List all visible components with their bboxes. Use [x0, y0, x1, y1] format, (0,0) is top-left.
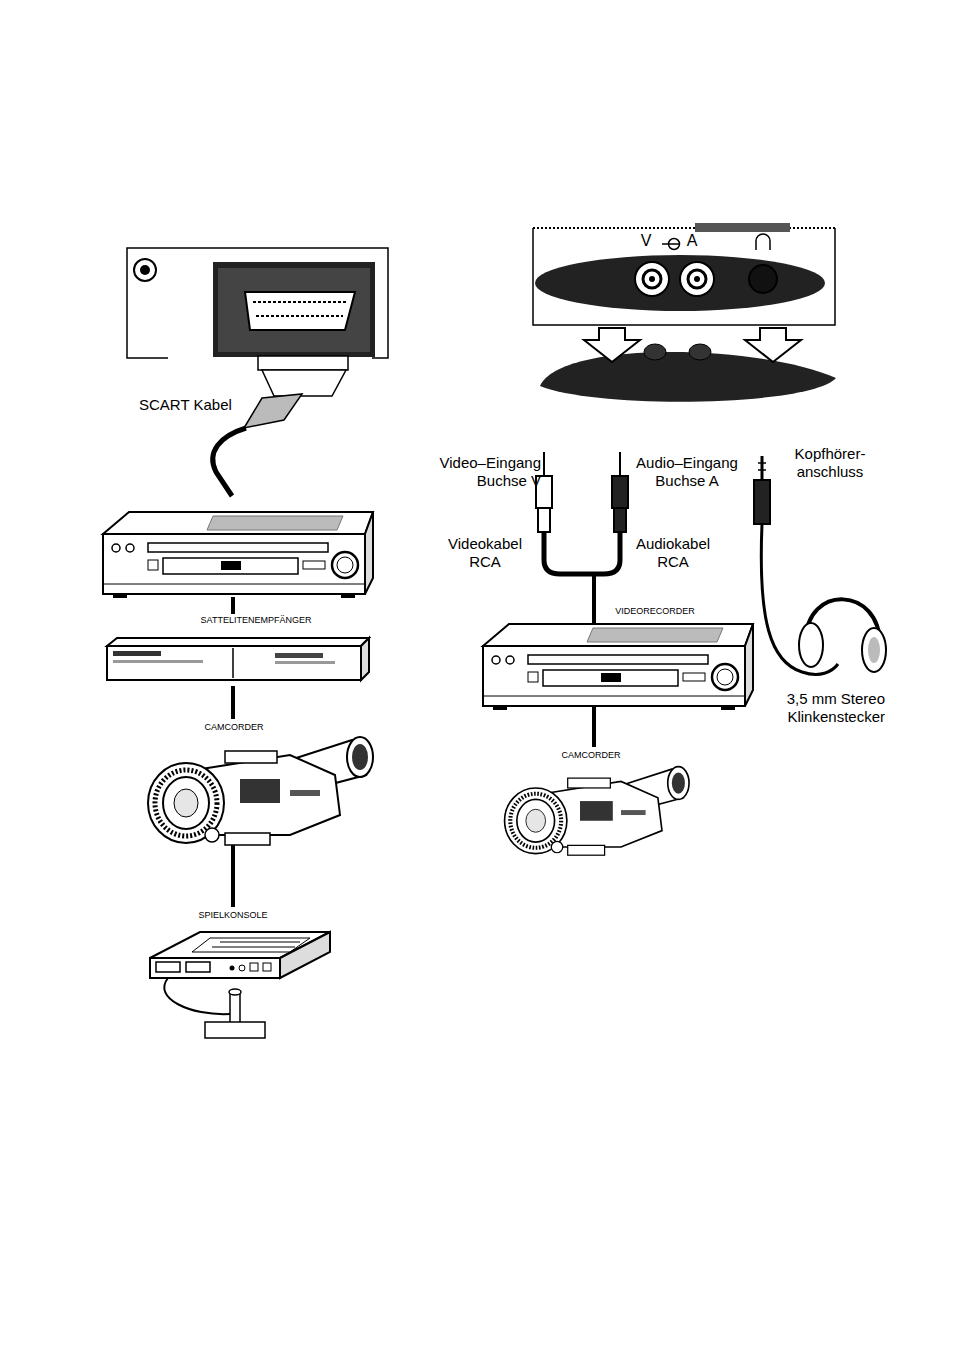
rca-cable-part — [612, 476, 628, 508]
headphone-jack-part — [758, 462, 766, 464]
scart-plug-part — [244, 394, 302, 428]
scart-panel-part — [256, 315, 343, 317]
front-panel-part — [662, 243, 668, 245]
front-panel-part — [535, 255, 825, 311]
scart-panel-part — [140, 265, 150, 275]
rca-cable-part — [544, 532, 595, 574]
front-panel-part — [694, 276, 700, 282]
scart-plug — [213, 356, 348, 496]
front-panel-part — [688, 270, 706, 288]
rca-cable — [536, 452, 628, 624]
front-panel-part — [668, 243, 680, 245]
connection-line — [231, 597, 235, 614]
connection-line — [231, 845, 235, 907]
scart-panel-part — [253, 301, 347, 303]
socket-label: Kopfhörer- anschluss — [780, 445, 880, 481]
front-panel-part — [680, 262, 714, 296]
camcorder-drawing — [505, 767, 690, 856]
socket-label: Video–Eingang Buchse V — [405, 454, 541, 490]
headphone-jack-part — [758, 469, 766, 471]
front-panel-part — [695, 223, 790, 232]
cable-label: Audiokabel RCA — [628, 535, 718, 571]
camcorder-node: CAMCORDER — [495, 747, 695, 882]
socket-letter: V — [637, 231, 655, 250]
device-caption: CAMCORDER — [204, 722, 263, 733]
scart-plug-part — [262, 370, 346, 396]
camcorder-drawing — [148, 737, 373, 845]
headphone-jack-part — [761, 456, 764, 480]
headphone-jack-part — [799, 623, 823, 667]
scart-panel-part — [218, 268, 370, 352]
socket-label: Audio–Eingang Buchse A — [622, 454, 752, 490]
scart-panel-part — [245, 292, 355, 330]
headphone-jack — [754, 456, 886, 674]
down-arrows — [540, 328, 836, 402]
console-node: SPIELKONSOLE — [148, 907, 333, 1042]
device-caption: CAMCORDER — [561, 750, 620, 761]
down-arrows-part — [745, 328, 801, 362]
device-caption: SATTELITENEMPFÄNGER — [201, 615, 312, 626]
console-drawing — [150, 932, 330, 1038]
camcorder-node: CAMCORDER — [140, 719, 385, 845]
front-panel-part — [749, 265, 777, 293]
rca-cable-part — [538, 508, 550, 532]
front-panel — [533, 223, 835, 325]
headphone-jack-part — [862, 628, 886, 672]
scart-panel-part — [134, 259, 156, 281]
down-arrows-part — [644, 344, 666, 360]
headphone-jack-part — [761, 524, 838, 674]
headphone-jack-part — [754, 480, 770, 524]
front-panel-part — [635, 262, 669, 296]
rca-cable-part — [595, 532, 620, 574]
connection-line — [592, 707, 596, 747]
front-panel-part — [669, 239, 680, 250]
receiver-drawing — [107, 638, 369, 680]
headphone-jack-part — [868, 637, 880, 663]
connection-line — [231, 686, 235, 719]
down-arrows-part — [689, 344, 711, 360]
cable-label: Videokabel RCA — [440, 535, 530, 571]
front-panel-part — [649, 276, 655, 282]
rca-cable-part — [592, 574, 596, 624]
device-caption: SPIELKONSOLE — [198, 910, 267, 921]
videorecorder-drawing — [483, 624, 753, 710]
plug-label: 3,5 mm Stereo Klinkenstecker — [770, 690, 885, 726]
videorecorder-drawing — [103, 512, 373, 598]
front-panel-part — [756, 234, 770, 250]
scart-panel-part — [127, 248, 388, 358]
receiver-node: SATTELITENEMPFÄNGER — [103, 612, 371, 686]
cable-label: SCART Kabel — [139, 396, 259, 414]
down-arrows-part — [540, 352, 836, 402]
device-caption: VIDEORECORDER — [615, 606, 695, 617]
front-panel-part — [533, 228, 835, 325]
rca-cable-part — [619, 452, 621, 476]
scart-plug-part — [258, 356, 348, 370]
front-panel-part — [643, 270, 661, 288]
rca-cable-part — [543, 452, 545, 476]
videorecorder-node: VIDEORECORDER — [483, 603, 748, 707]
scart-panel-part — [213, 262, 375, 357]
scart-plug-part — [213, 428, 246, 496]
rca-cable-part — [614, 508, 626, 532]
scart-panel — [127, 248, 388, 358]
socket-letter: A — [683, 231, 701, 250]
down-arrows-part — [584, 328, 640, 362]
